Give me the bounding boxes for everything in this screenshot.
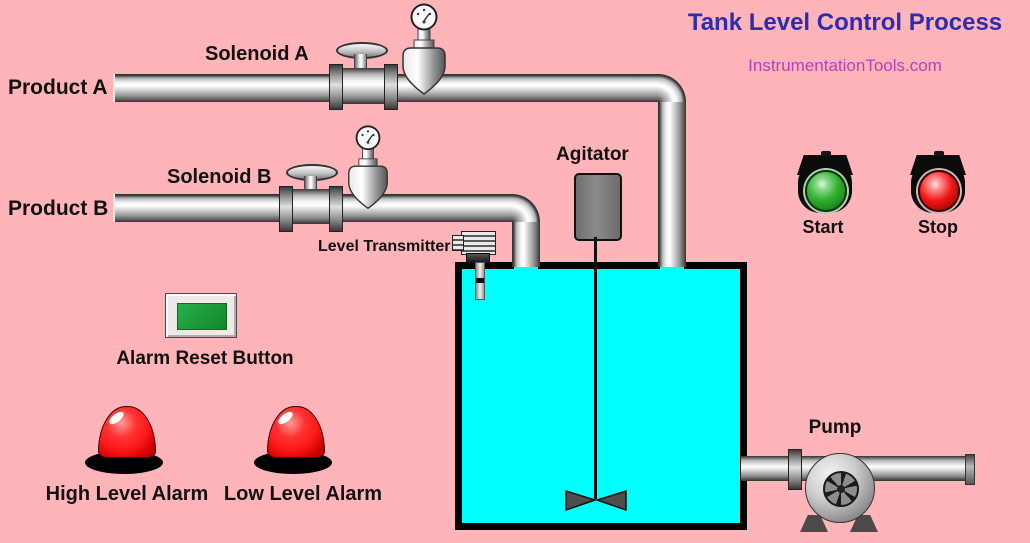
pipe-end-flange (965, 454, 975, 485)
pipe-elbow-b (512, 194, 540, 222)
pump-foot-right (850, 515, 878, 532)
agitator-shaft (594, 237, 597, 499)
agitator-label: Agitator (556, 144, 629, 165)
low-alarm-label: Low Level Alarm (223, 483, 383, 505)
site-credit: InstrumentationTools.com (748, 56, 942, 75)
product-a-label: Product A (8, 76, 108, 99)
valve-b-flange-left (279, 186, 293, 232)
pump-label: Pump (808, 417, 862, 438)
solenoid-a-label: Solenoid A (205, 43, 309, 65)
lamp-glint (276, 409, 295, 427)
high-alarm-label: High Level Alarm (45, 483, 209, 505)
start-button-tab (821, 151, 831, 156)
stop-label: Stop (918, 217, 958, 237)
pump-inlet-flange (788, 449, 802, 490)
solenoid-valve-a (341, 68, 384, 104)
level-transmitter-connector (452, 235, 464, 251)
pump-foot-left (800, 515, 828, 532)
probe-band (476, 278, 484, 283)
stop-lamp-icon[interactable] (918, 170, 960, 212)
lamp-glint (107, 409, 126, 427)
level-transmitter-icon (461, 231, 496, 255)
high-level-alarm-lamp-icon (98, 406, 156, 458)
alarm-reset-label: Alarm Reset Button (116, 348, 294, 369)
low-level-alarm-lamp-icon (267, 406, 325, 458)
product-b-label: Product B (8, 197, 109, 220)
agitator-motor (574, 173, 622, 241)
valve-a-flange-left (329, 64, 343, 110)
start-lamp-icon[interactable] (805, 170, 847, 212)
pipe-product-b-drop (512, 222, 540, 267)
valve-b-flange-right (329, 186, 343, 232)
pump-impeller-icon (823, 471, 859, 507)
stop-button-tab (934, 151, 944, 156)
pipe-elbow-a (658, 74, 686, 102)
start-label: Start (802, 217, 844, 237)
valve-a-flange-right (384, 64, 398, 110)
solenoid-valve-b (291, 189, 329, 224)
pump-impeller-hub (837, 485, 845, 493)
page-title: Tank Level Control Process (687, 9, 1003, 36)
alarm-reset-button-face[interactable] (177, 303, 227, 330)
pressure-gauge-b-icon (348, 125, 388, 210)
level-transmitter-label: Level Transmitter (318, 238, 451, 255)
mixing-tank (455, 262, 747, 530)
solenoid-b-label: Solenoid B (167, 166, 272, 188)
agitator-propeller-icon (565, 489, 627, 512)
pipe-product-a-drop (658, 102, 686, 267)
pressure-gauge-a-icon (402, 3, 446, 95)
